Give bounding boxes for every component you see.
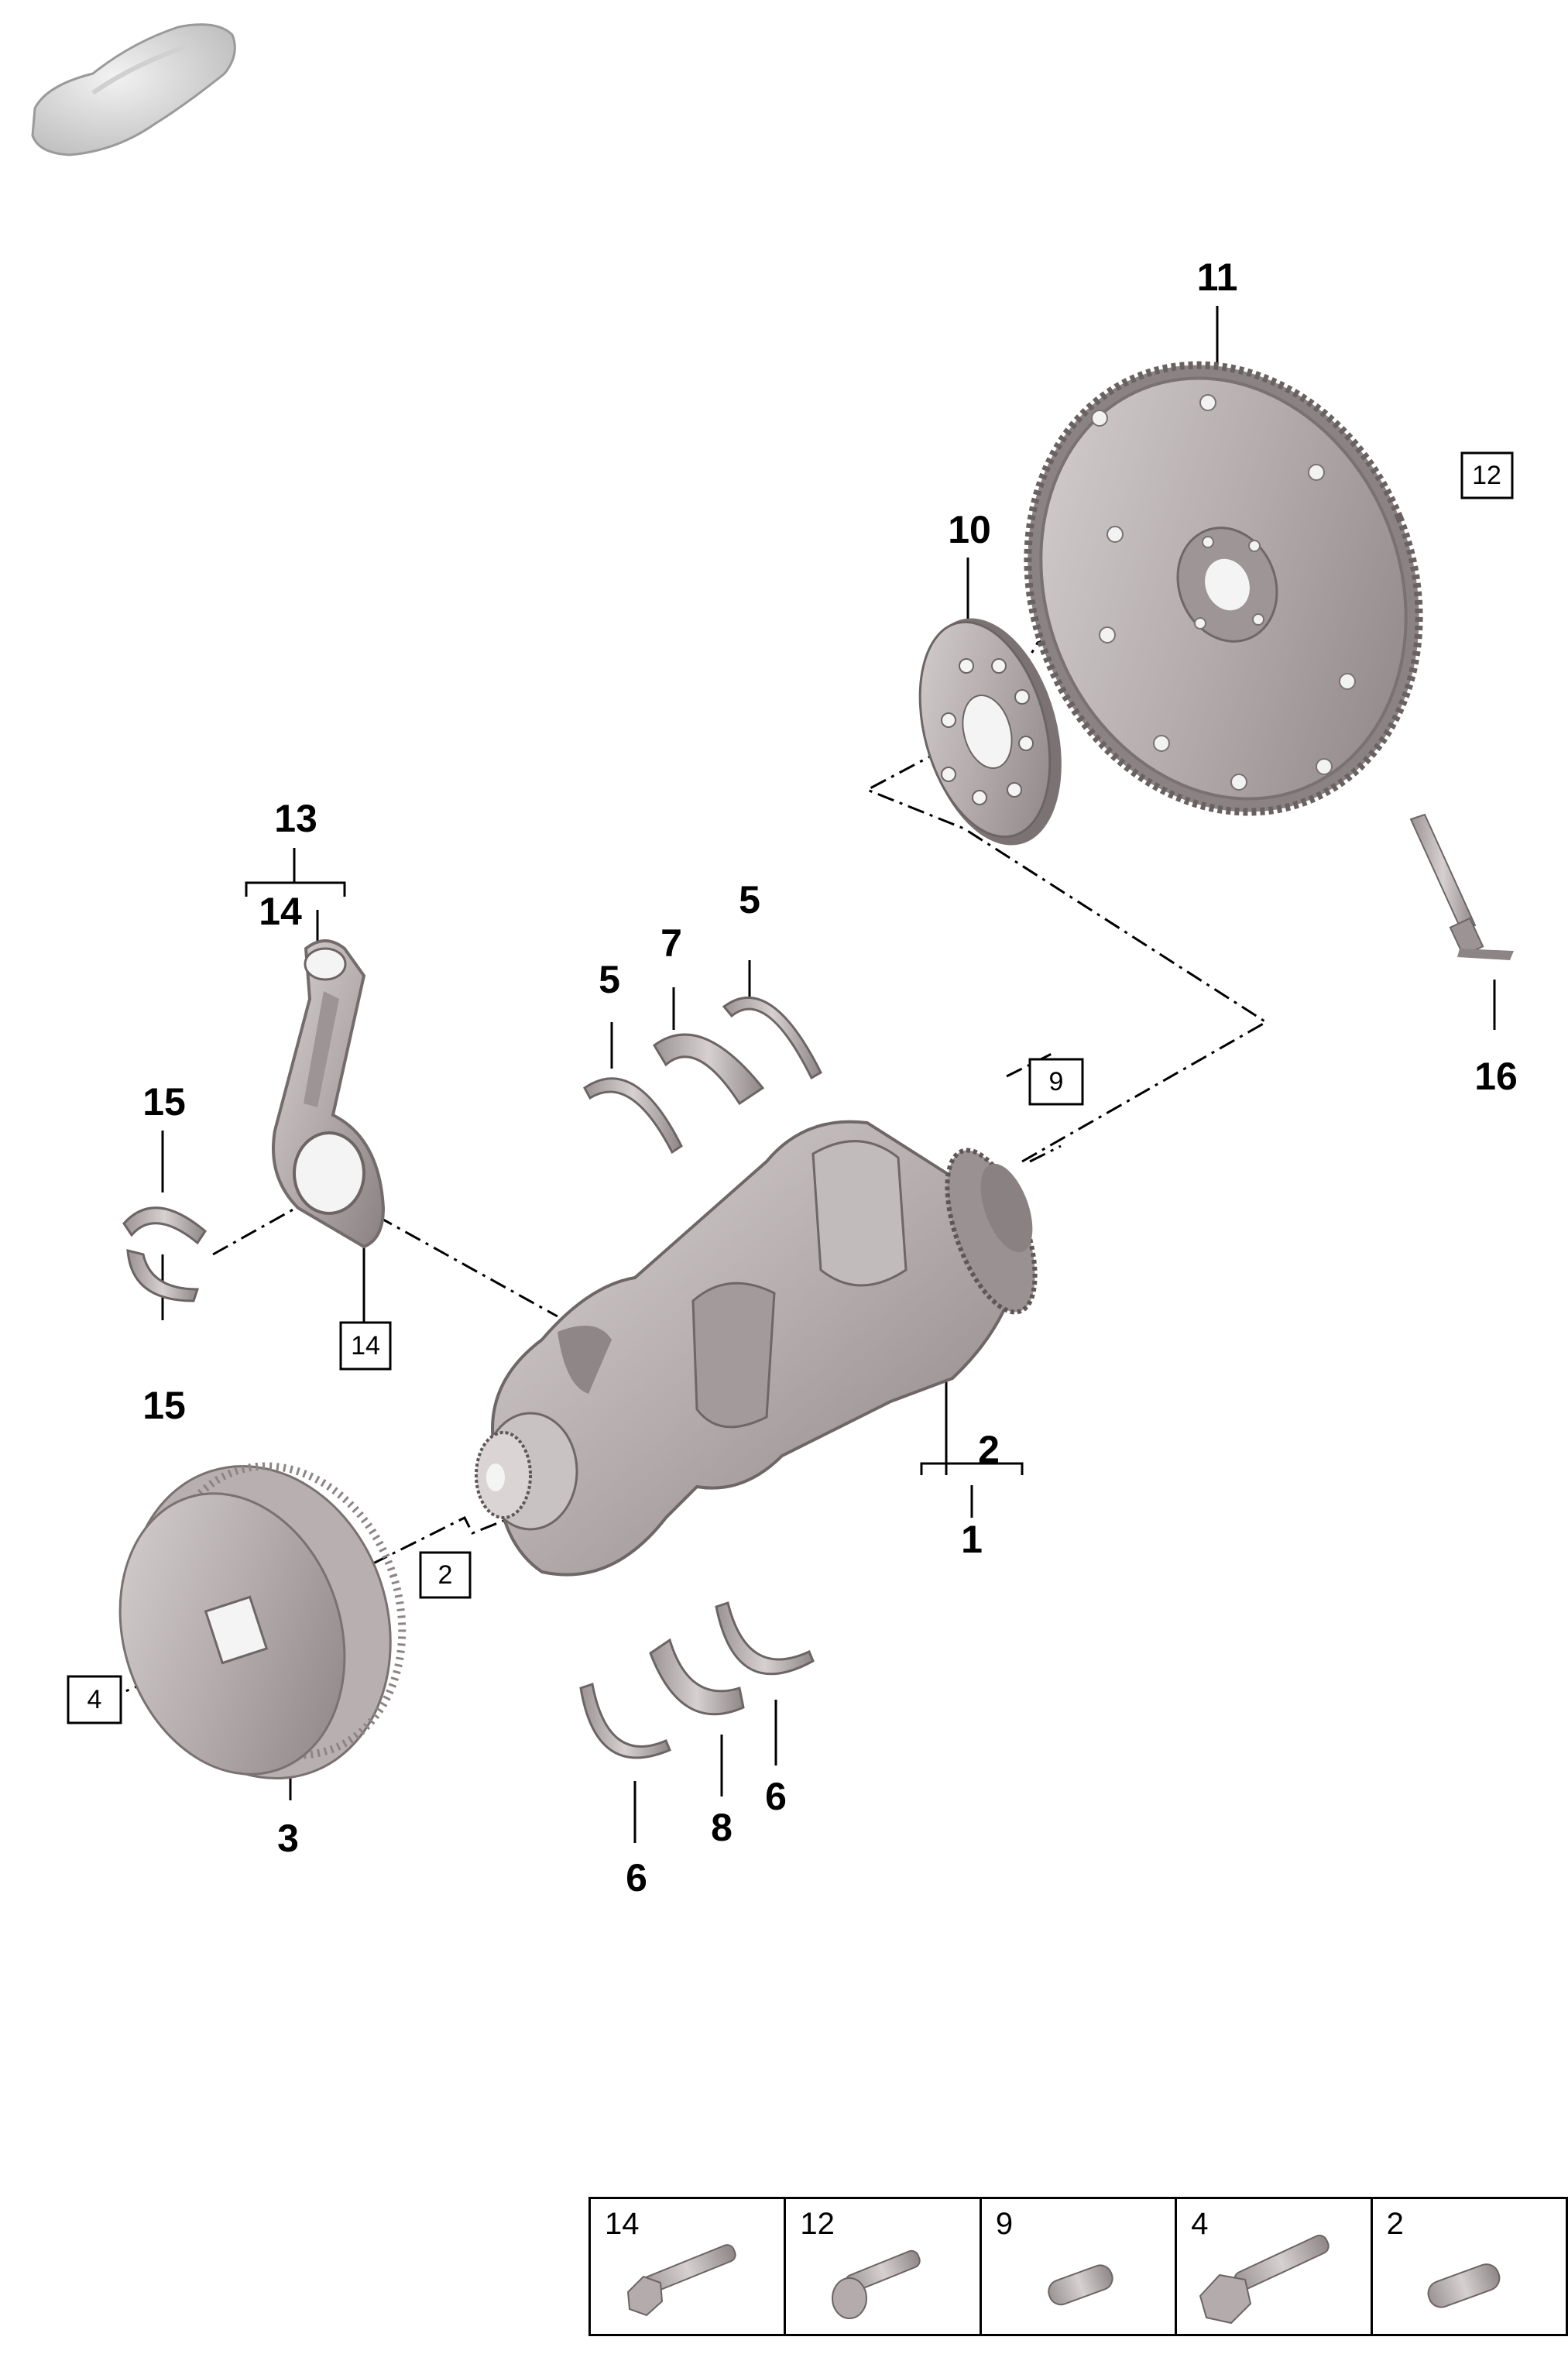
boxed-ref-frames: [67, 451, 1514, 1724]
callout-15-upper: 15: [142, 1080, 186, 1124]
legend-cell-14: 14: [591, 2199, 787, 2334]
legend-label: 9: [995, 2207, 1014, 2241]
callout-16: 16: [1474, 1055, 1518, 1098]
legend-cell-4: 4: [1177, 2199, 1373, 2334]
crankshaft: [475, 1120, 1038, 1577]
callout-1: 1: [961, 1518, 983, 1561]
boxed-ref-14: 14: [351, 1331, 380, 1361]
vehicle-silhouette-icon: [31, 23, 236, 156]
speed-sensor: [1409, 813, 1514, 960]
dowel-pin-icon: [1427, 2263, 1501, 2308]
callout-5-right: 5: [739, 878, 760, 921]
callout-14: 14: [259, 890, 302, 933]
main-bearing-shells-lower: [579, 1601, 815, 1759]
callout-10: 10: [948, 508, 991, 551]
callout-2: 2: [978, 1428, 1000, 1471]
callout-11: 11: [1196, 256, 1238, 299]
flywheel: [1024, 361, 1423, 816]
boxed-ref-2: 2: [437, 1560, 453, 1590]
callout-8: 8: [711, 1806, 733, 1849]
conrod-bearing-shells: [122, 1206, 207, 1302]
legend-cell-12: 12: [786, 2199, 982, 2334]
callout-leaders: [161, 306, 1496, 1843]
hardware-legend: 14 12 9 4 2: [588, 2197, 1568, 2336]
legend-label: 12: [800, 2207, 835, 2241]
boxed-ref-9: 9: [1048, 1067, 1064, 1096]
callout-5-left: 5: [599, 958, 620, 1001]
callout-6-right: 6: [765, 1775, 787, 1818]
callout-3: 3: [277, 1817, 299, 1860]
legend-label: 2: [1386, 2207, 1404, 2241]
bolt-hex-collar-icon: [1199, 2234, 1330, 2325]
callout-13: 13: [274, 797, 317, 840]
bolt-torx-head-icon: [832, 2249, 921, 2319]
vibration-damper-pulley: [118, 1462, 407, 1780]
legend-label: 14: [605, 2207, 640, 2241]
main-bearing-shells-upper: [583, 996, 822, 1155]
callout-15-lower: 15: [142, 1384, 186, 1427]
drive-plate: [918, 618, 1062, 846]
callout-7: 7: [660, 921, 682, 965]
bolt-hex-flange-long-icon: [626, 2244, 736, 2317]
connecting-rod: [272, 939, 386, 1249]
boxed-ref-4: 4: [87, 1685, 102, 1714]
legend-cell-9: 9: [982, 2199, 1178, 2334]
legend-label: 4: [1191, 2207, 1209, 2241]
legend-cell-2: 2: [1373, 2199, 1566, 2334]
callout-6-left: 6: [626, 1856, 647, 1899]
dowel-pin-icon: [1048, 2264, 1113, 2306]
boxed-ref-12: 12: [1472, 461, 1501, 490]
